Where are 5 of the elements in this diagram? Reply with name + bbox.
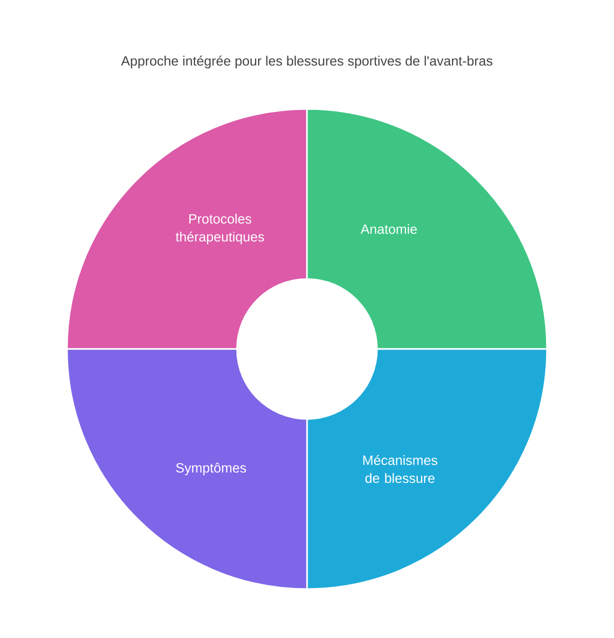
ring-segment: Protocoles thérapeutiques (66, 108, 308, 350)
ring-segment: Mécanismes de blessure (306, 348, 548, 590)
ring-segment: Anatomie (306, 108, 548, 350)
title: Approche intégrée pour les blessures sportives de l'avant-bras (121, 56, 492, 68)
ring-segment: Symptômes (66, 348, 308, 590)
